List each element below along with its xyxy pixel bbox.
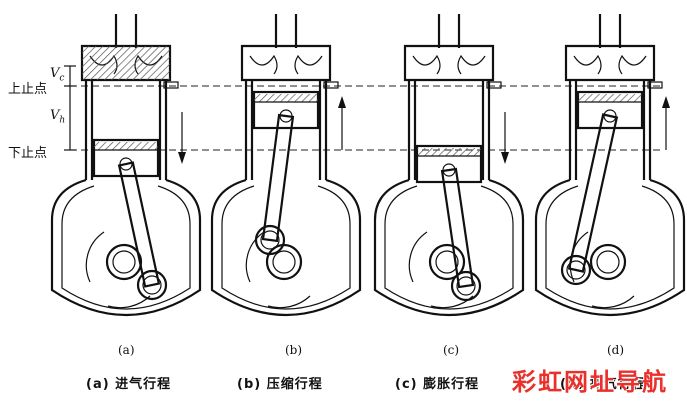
vh-label: Vh — [50, 108, 66, 126]
connecting-rod-c — [440, 167, 475, 289]
head-hatch-a — [82, 46, 170, 80]
valve-ports-d — [573, 54, 647, 75]
cylinder-wall-right-c — [481, 80, 491, 180]
piston-rings-d — [578, 94, 642, 102]
panel-a-engine — [50, 14, 202, 316]
cylinder-head-c — [403, 44, 495, 82]
connecting-rod-a — [117, 161, 161, 288]
cylinder-head-b — [240, 44, 332, 82]
piston-rings-b — [254, 94, 318, 102]
panel-b-engine — [210, 14, 362, 316]
panel-d-sublabel: (d) — [607, 343, 625, 357]
rotation-arrow-a — [85, 231, 105, 283]
caption-power: (c) 膨胀行程 — [395, 377, 480, 392]
piston-c — [415, 144, 483, 184]
crankcase-c — [373, 178, 525, 316]
piston-b — [252, 90, 320, 130]
wrist-pin-a — [119, 157, 133, 171]
spark-plug-b — [323, 81, 339, 89]
caption-intake: (a) 进气行程 — [86, 377, 172, 392]
spark-plug-a — [163, 81, 179, 89]
rotation-arrow-b — [245, 231, 265, 283]
piston-d — [576, 90, 644, 130]
crankcase-a — [50, 178, 202, 316]
piston-rings-a — [94, 142, 158, 150]
crankcase-inner-a — [61, 185, 191, 310]
watermark-logo: 彩虹网址导航 — [512, 368, 668, 396]
valve-ports-b — [249, 54, 323, 75]
panel-c-engine — [373, 14, 525, 316]
wrist-pin-d — [603, 109, 617, 123]
panel-b-sublabel: (b) — [285, 343, 303, 357]
crank-pin-c — [450, 270, 482, 302]
crank-main-c — [428, 243, 466, 281]
spark-plug-d — [647, 81, 663, 89]
cylinder-wall-left-b — [244, 80, 254, 180]
bdc-label: 下止点 — [8, 146, 48, 161]
cylinder-wall-left-a — [84, 80, 94, 180]
vc-label: Vc — [50, 66, 65, 84]
crank-main-b — [265, 243, 303, 281]
tdc-label: 上止点 — [8, 82, 48, 97]
cylinder-wall-right-a — [158, 80, 168, 180]
caption-compression: (b) 压缩行程 — [237, 377, 323, 392]
crank-pin-b — [254, 224, 286, 256]
cylinder-wall-right-b — [318, 80, 328, 180]
crankcase-b — [210, 178, 362, 316]
crankcase-inner-d — [545, 185, 675, 310]
crank-pin-a — [136, 269, 168, 301]
cylinder-head-d — [564, 44, 656, 82]
crank-main-a — [105, 243, 143, 281]
panel-d-engine — [534, 14, 686, 316]
spark-plug-c — [486, 81, 502, 89]
crankcase-inner-b — [221, 185, 351, 310]
caption-exhaust: (d) 排气行程 — [560, 377, 646, 392]
crankcase-inner-c — [384, 185, 514, 310]
rotation-arrow-c — [408, 231, 428, 283]
crankcase-d — [534, 178, 686, 316]
crank-pin-d — [560, 254, 592, 286]
cylinder-wall-left-c — [407, 80, 417, 180]
cylinder-wall-left-d — [568, 80, 578, 180]
piston-rings-c — [417, 148, 481, 156]
panel-c-sublabel: (c) — [443, 343, 460, 357]
valve-ports-c — [412, 54, 486, 75]
piston-a — [92, 138, 160, 178]
cylinder-wall-right-d — [642, 80, 652, 180]
crank-main-d — [589, 243, 627, 281]
connecting-rod-d — [567, 113, 619, 273]
dimension-marks — [64, 65, 76, 151]
rotation-arrow-d — [569, 231, 589, 283]
panel-a-sublabel: (a) — [118, 343, 135, 357]
connecting-rod-b — [261, 113, 295, 243]
